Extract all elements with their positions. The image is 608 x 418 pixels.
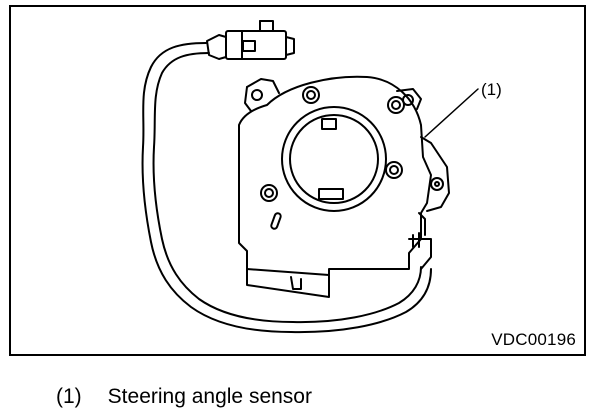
steering-angle-sensor-drawing: [141, 20, 479, 334]
callout-label: (1): [481, 80, 502, 99]
callout-leader-line: [424, 88, 479, 138]
legend-item-number: (1): [56, 385, 82, 408]
figure-code: VDC00196: [491, 330, 576, 349]
mounting-holes: [260, 86, 405, 230]
figure-frame: (1) VDC00196: [9, 5, 586, 356]
legend-item: (1) Steering angle sensor: [56, 386, 312, 407]
harness-connector: [206, 20, 295, 60]
wiring-harness: [141, 42, 432, 334]
legend-item-text: Steering angle sensor: [107, 385, 312, 408]
center-bore: [281, 106, 387, 212]
sensor-housing: [238, 75, 450, 298]
